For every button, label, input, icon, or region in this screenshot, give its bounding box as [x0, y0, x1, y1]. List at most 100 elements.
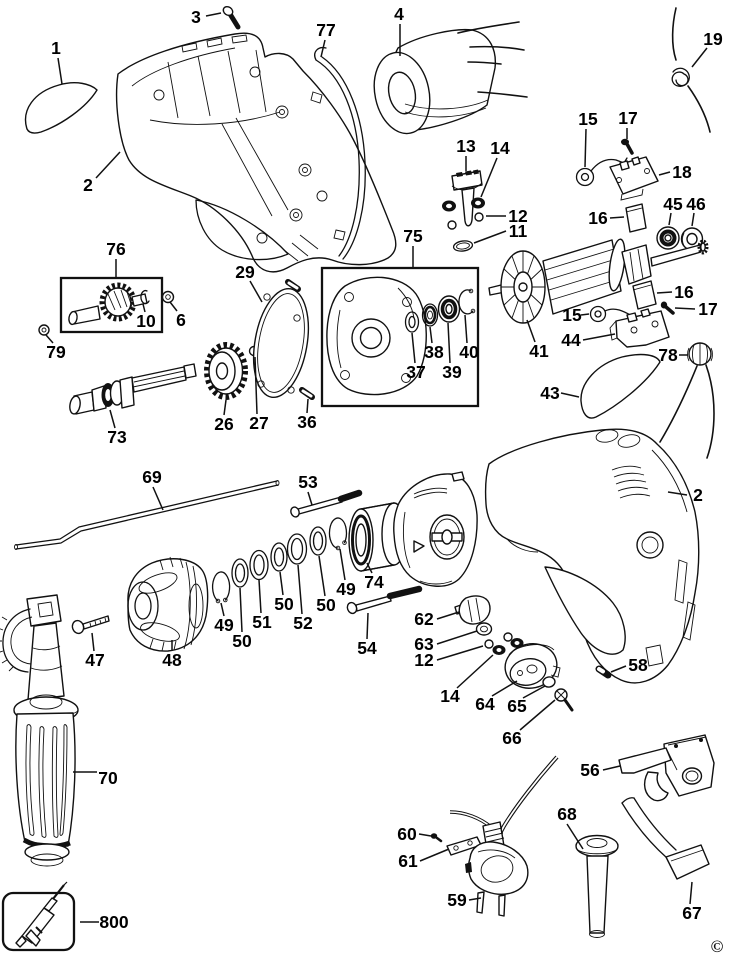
carbon-brush-16-lower-drawing	[632, 280, 657, 310]
part-label-14-54: 14	[440, 686, 460, 706]
leader-line-3-2	[205, 12, 222, 17]
leader-line-74-39	[366, 562, 373, 574]
screw-66-drawing	[554, 688, 574, 712]
part-label-38-27: 38	[424, 342, 444, 362]
part-label-49-46: 49	[336, 579, 356, 599]
part-label-78-35: 78	[658, 345, 678, 365]
part-label-62-51: 62	[414, 609, 434, 629]
screw-53-drawing	[290, 489, 363, 518]
part-label-17-11: 17	[618, 108, 637, 128]
part-label-16-13: 16	[588, 208, 608, 228]
leader-line-58-58	[610, 665, 627, 673]
leader-line-16-32	[656, 291, 673, 294]
brush-lead-67-drawing	[621, 797, 710, 880]
leader-line-17-33	[674, 307, 696, 310]
ring-65-drawing	[542, 676, 556, 688]
cord-knot-19-drawing	[671, 7, 711, 133]
part-label-50-43: 50	[274, 594, 294, 614]
part-label-54-49: 54	[357, 638, 377, 658]
lever-15-upper-drawing	[575, 157, 628, 187]
leader-line-18-12	[658, 171, 671, 176]
leader-line-16-13	[609, 216, 625, 219]
part-label-69-37: 69	[142, 467, 162, 487]
part-label-40-29: 40	[459, 342, 479, 362]
cord-guard-68-drawing	[575, 834, 619, 938]
part-label-46-15: 46	[686, 194, 706, 214]
leader-line-73-20	[109, 409, 116, 429]
bearing-45-drawing	[656, 226, 680, 250]
washer-51-drawing	[249, 549, 269, 581]
part-label-18-12: 18	[672, 162, 692, 182]
washer-50-b-drawing	[270, 542, 288, 572]
leader-line-19-5	[691, 47, 708, 68]
armature-41-drawing	[488, 238, 709, 324]
part-label-36-23: 36	[297, 412, 317, 432]
part-label-800-60: 800	[99, 912, 128, 932]
part-label-67-66: 67	[682, 903, 701, 923]
leader-line-51-42	[258, 579, 262, 614]
leader-line-52-44	[297, 564, 303, 615]
leader-line-14-54	[456, 654, 494, 689]
part-label-45-14: 45	[663, 194, 683, 214]
part-label-27-22: 27	[249, 413, 268, 433]
part-label-50-41: 50	[232, 631, 252, 651]
part-label-58-58: 58	[628, 655, 648, 675]
gear-shaft-76-drawing	[68, 282, 148, 326]
washer-6-drawing	[161, 290, 175, 304]
leader-line-12-53	[436, 645, 484, 661]
part-label-60-62: 60	[397, 824, 417, 844]
leader-line-38-27	[429, 326, 433, 344]
part-label-12-53: 12	[414, 650, 434, 670]
inset-box-800	[1, 881, 76, 952]
part-label-43-36: 43	[540, 383, 560, 403]
leader-line-46-15	[691, 212, 695, 227]
gear-26-drawing	[204, 342, 248, 400]
leader-line-43-36	[560, 392, 580, 398]
leader-line-49-46	[339, 548, 346, 581]
circlip-49-right-drawing	[328, 517, 348, 551]
circlip-40-drawing	[458, 288, 476, 315]
washer-50-a-drawing	[231, 558, 249, 588]
gear-housing-drawing	[326, 276, 427, 396]
part-label-56-61: 56	[580, 760, 600, 780]
part-label-11-9: 11	[509, 221, 528, 241]
part-label-2-1: 2	[83, 175, 93, 195]
leader-line-62-51	[436, 611, 460, 620]
leader-line-45-14	[668, 212, 672, 226]
leader-line-60-62	[418, 833, 432, 837]
part-label-14-7: 14	[490, 138, 510, 158]
part-label-4-3: 4	[394, 4, 404, 24]
window-part-1-drawing	[24, 82, 98, 134]
part-label-49-40: 49	[214, 615, 234, 635]
micro-switch-18-drawing	[609, 156, 659, 201]
part-label-2-50: 2	[693, 485, 703, 505]
part-label-39-28: 39	[442, 362, 462, 382]
leader-line-44-34	[582, 333, 616, 341]
leader-line-56-61	[602, 765, 621, 771]
leader-line-53-38	[307, 491, 313, 506]
part-label-19-5: 19	[703, 29, 723, 49]
part-label-74-39: 74	[364, 572, 384, 592]
washer-12-drawing	[474, 212, 484, 222]
leader-line-79-19	[45, 334, 54, 344]
part-label-1-0: 1	[51, 38, 61, 58]
group-box-76	[59, 276, 164, 334]
leader-line-54-49	[366, 612, 369, 640]
seal-37-drawing	[404, 311, 420, 333]
screw-60-drawing	[430, 833, 443, 843]
part-label-37-26: 37	[406, 362, 425, 382]
washer-stack-drawing	[211, 517, 348, 604]
leader-line-77-4	[320, 39, 326, 58]
part-label-64-55: 64	[475, 694, 495, 714]
leader-line-40-29	[464, 314, 468, 344]
washer-52-drawing	[286, 533, 308, 565]
leader-line-50-43	[279, 571, 284, 596]
chuck-48-drawing	[127, 556, 209, 652]
leader-line-39-28	[447, 322, 451, 364]
selector-stem-13-drawing	[442, 169, 485, 252]
leader-line-2-50	[667, 491, 688, 496]
pin-58-drawing	[595, 665, 612, 679]
screw-3-drawing	[222, 5, 241, 30]
baffle-77-drawing	[310, 46, 366, 260]
